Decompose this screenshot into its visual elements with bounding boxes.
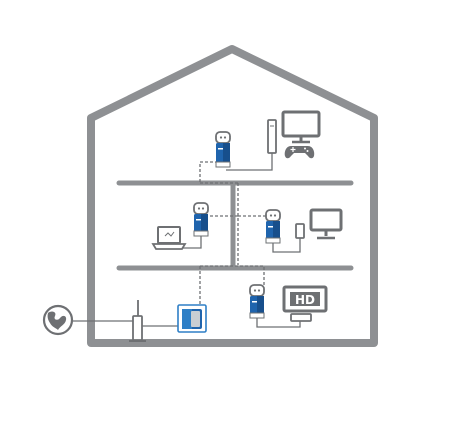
hd-tv-icon: HD <box>282 285 328 313</box>
powerline-adapter-icon <box>177 304 207 333</box>
router-icon <box>129 300 146 342</box>
tv-badge-text: HD <box>295 293 315 307</box>
globe-icon <box>42 304 74 336</box>
powerline-adapter-icon <box>265 209 281 244</box>
powerline-adapter-icon <box>193 202 209 237</box>
powerline-adapter-icon <box>249 284 265 319</box>
monitor-icon <box>281 110 321 144</box>
house-outline <box>87 45 378 347</box>
game-console-icon <box>267 119 277 154</box>
desktop-computer-icon <box>295 208 343 240</box>
set-top-box-icon <box>290 313 312 322</box>
laptop-icon <box>151 226 187 250</box>
powerline-wiring <box>199 161 266 308</box>
ethernet-cables <box>73 152 301 328</box>
gamepad-icon <box>284 146 315 159</box>
powerline-adapter-icon <box>215 131 231 168</box>
